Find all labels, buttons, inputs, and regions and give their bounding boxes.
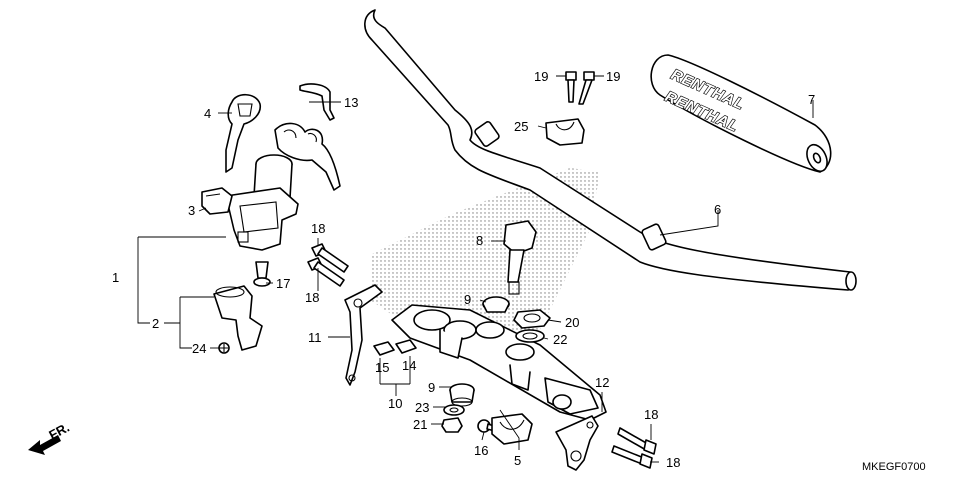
- key-4: [225, 93, 262, 173]
- callout-25: 25: [514, 119, 528, 134]
- callout-9-upper: 9: [464, 292, 471, 307]
- callout-20: 20: [565, 315, 579, 330]
- bolt-19-right: [578, 71, 595, 105]
- washer-9-upper: [482, 296, 510, 313]
- key-set: [274, 122, 341, 191]
- clip-3: [201, 187, 233, 215]
- bracket-11: [344, 284, 383, 386]
- cover-2: [213, 285, 263, 351]
- bushing-9-lower: [449, 383, 475, 407]
- callout-4: 4: [204, 106, 211, 121]
- handlebar: [364, 9, 857, 291]
- screw-24: [218, 342, 230, 354]
- nut-20: [513, 309, 551, 329]
- callout-18-upper-right: 18: [644, 407, 658, 422]
- leader-lines: [137, 75, 814, 463]
- lower-holder: [503, 220, 537, 295]
- washer-23: [443, 404, 465, 416]
- callout-7: 7: [808, 92, 815, 107]
- callout-9-lower: 9: [428, 380, 435, 395]
- callout-18-lower-right: 18: [666, 455, 680, 470]
- key-holder-13: [299, 83, 335, 121]
- clip-14: [395, 339, 417, 354]
- front-direction-arrow: FR.: [28, 420, 72, 455]
- bracket-12: [555, 415, 599, 471]
- callout-17: 17: [276, 276, 290, 291]
- callout-13: 13: [344, 95, 358, 110]
- handlebar-pad: RENTHAL RENTHAL: [650, 54, 832, 173]
- callout-18-upper-left: 18: [311, 221, 325, 236]
- callout-1: 1: [112, 270, 119, 285]
- diagram-code: MKEGF0700: [862, 461, 926, 473]
- callout-19-left: 19: [534, 69, 548, 84]
- callout-8: 8: [476, 233, 483, 248]
- callout-22: 22: [553, 332, 567, 347]
- callout-11: 11: [308, 330, 322, 345]
- bolt-19-left: [565, 71, 577, 103]
- bolt-18-upper-right: [617, 427, 657, 455]
- upper-holder: [545, 118, 585, 146]
- callout-5: 5: [514, 453, 521, 468]
- callout-3: 3: [188, 203, 195, 218]
- callout-2: 2: [152, 316, 159, 331]
- callout-16: 16: [474, 443, 488, 458]
- nut-21: [441, 417, 463, 433]
- callout-21: 21: [413, 417, 427, 432]
- bolt-18-lower-right: [611, 445, 653, 469]
- clip-15: [373, 341, 395, 356]
- callout-23: 23: [415, 400, 429, 415]
- bolt-18-lower-left: [307, 257, 345, 287]
- callout-18-lower-left: 18: [305, 290, 319, 305]
- callout-24: 24: [192, 341, 206, 356]
- callout-15: 15: [375, 360, 389, 375]
- callout-14: 14: [402, 358, 416, 373]
- callout-6: 6: [714, 202, 721, 217]
- shaded-area: [370, 168, 600, 330]
- callout-10: 10: [388, 396, 402, 411]
- direction-label: FR.: [46, 420, 72, 443]
- washer-22: [515, 329, 545, 343]
- clamp-5: [491, 413, 533, 445]
- callout-12: 12: [595, 375, 609, 390]
- callout-19-right: 19: [606, 69, 620, 84]
- bolt-18-upper-left: [311, 243, 349, 273]
- top-bridge: [391, 304, 607, 421]
- ignition-switch: [225, 154, 299, 251]
- screw-17: [253, 261, 271, 287]
